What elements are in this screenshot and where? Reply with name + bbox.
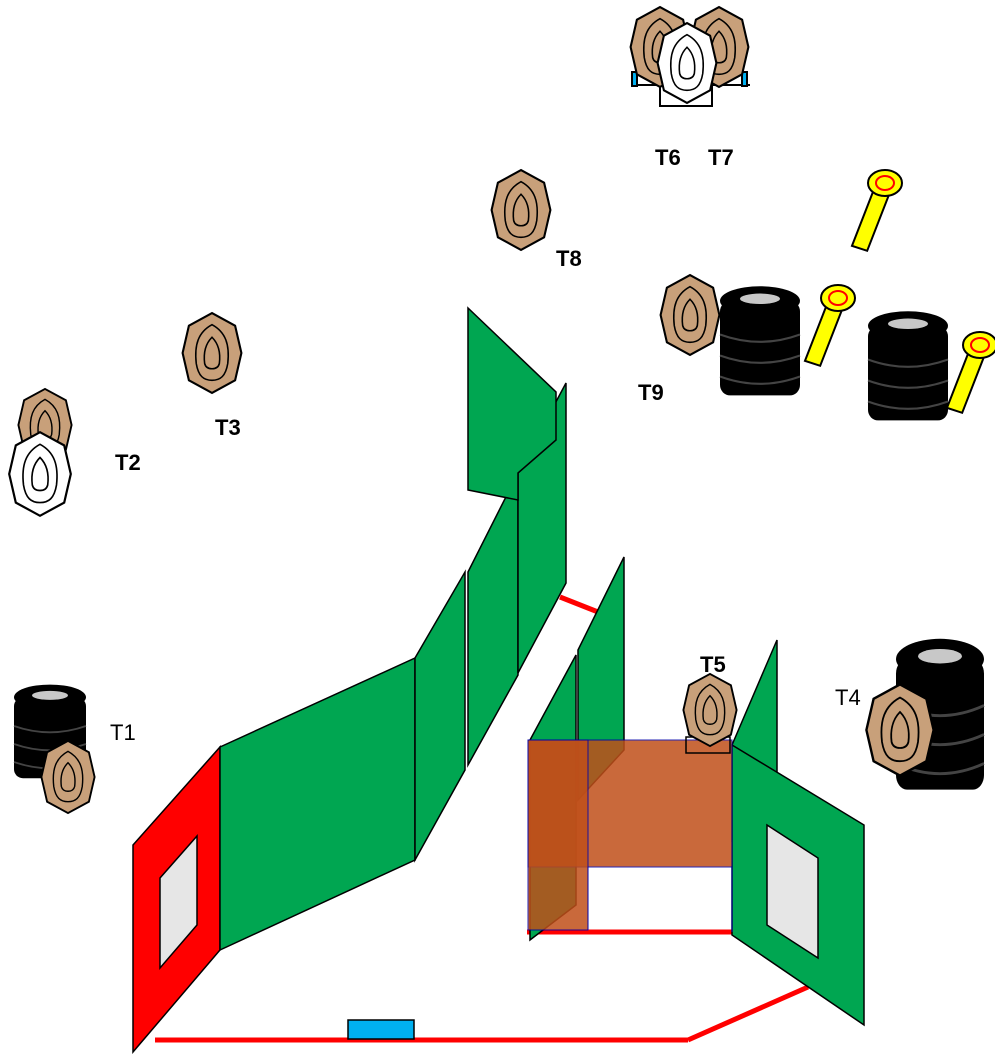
target-t8 (490, 169, 552, 251)
label-t4: T4 (835, 685, 861, 710)
target-t1 (40, 739, 96, 815)
left-walls (219, 306, 567, 952)
popper-3 (945, 331, 995, 416)
label-t8: T8 (556, 246, 582, 271)
no-shoot-t6-t7 (656, 22, 718, 104)
popper-1 (850, 169, 903, 254)
shelter-roof (527, 739, 733, 932)
target-t9 (659, 274, 721, 356)
barrel-t9-right (866, 310, 950, 422)
fault-lines (155, 594, 810, 1043)
barrel-t9-left (718, 285, 802, 397)
label-t3: T3 (215, 415, 241, 440)
start-position-marker (347, 1019, 415, 1040)
target-t4 (865, 683, 935, 777)
label-t7: T7 (708, 145, 734, 170)
start-wall-with-port (132, 745, 221, 1054)
popper-2 (803, 284, 856, 369)
label-t9: T9 (638, 380, 664, 405)
no-shoot-t2 (8, 431, 72, 517)
label-t5: T5 (700, 652, 726, 677)
label-t1: T1 (110, 720, 136, 745)
target-t5 (682, 672, 738, 748)
label-t2: T2 (115, 450, 141, 475)
label-t6: T6 (655, 145, 681, 170)
target-t3 (181, 312, 243, 394)
